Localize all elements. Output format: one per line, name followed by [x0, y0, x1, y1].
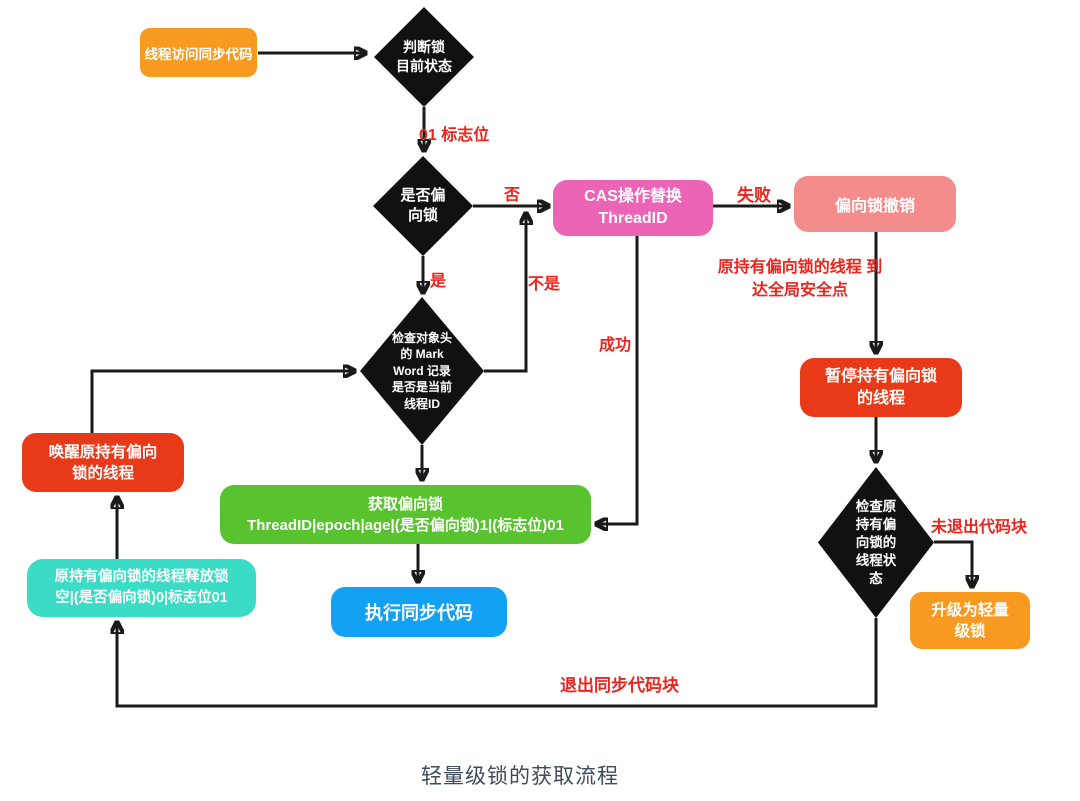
edge-label-reach-safepoint-line1: 原持有偏向锁的线程 — [717, 259, 862, 276]
node-label-line3: Word 记录 — [393, 363, 451, 378]
edge-label-no: 否 — [504, 187, 521, 204]
node-label-line2: 的线程 — [856, 389, 905, 407]
node-label-line2: 锁的线程 — [71, 464, 134, 482]
node-label-line1: 检查对象头 — [391, 330, 452, 345]
node-acquire-biased-lock: 获取偏向锁 ThreadID|epoch|age|(是否偏向锁)1|(标志位)0… — [220, 485, 591, 544]
node-label-line2: 空|(是否偏向锁)0|标志位01 — [55, 590, 228, 606]
edge-checkthread-to-upgrade — [934, 540, 972, 587]
node-label-line1: CAS操作替换 — [584, 188, 682, 205]
edge-label-fail: 失败 — [737, 186, 771, 205]
node-label: 执行同步代码 — [365, 603, 473, 623]
edge-label-not-exit-block: 未退出代码块 — [931, 519, 1028, 536]
node-label-line1: 原持有偏向锁的线程释放锁 — [54, 569, 229, 585]
node-pause-original-thread: 暂停持有偏向锁 的线程 — [800, 358, 962, 417]
edge-label-success: 成功 — [599, 337, 632, 354]
node-cas-replace-threadid: CAS操作替换 ThreadID — [553, 180, 713, 236]
edge-label-flag-01: 01 标志位 — [419, 127, 490, 144]
node-thread-access-sync-code: 线程访问同步代码 — [140, 28, 257, 77]
node-label-line2: ThreadID — [598, 210, 668, 227]
edge-label-reach-safepoint: 原持有偏向锁的线程 到达全局安全点 — [710, 256, 890, 302]
node-upgrade-lightweight-lock: 升级为轻量 级锁 — [910, 592, 1030, 649]
node-label-line1: 判断锁 — [403, 39, 445, 55]
node-label-line2: 级锁 — [954, 622, 986, 640]
node-label-line1: 升级为轻量 — [931, 601, 1009, 619]
node-label-line2: 的 Mark — [400, 347, 444, 362]
node-release-lock: 原持有偏向锁的线程释放锁 空|(是否偏向锁)0|标志位01 — [27, 559, 256, 617]
node-label-line5: 线程ID — [403, 396, 440, 411]
node-label-line2: 持有偏 — [855, 516, 897, 532]
node-wake-original-thread: 唤醒原持有偏向 锁的线程 — [22, 433, 184, 492]
node-label-line4: 线程状 — [855, 552, 897, 568]
edge-cas-success-to-acquire — [596, 236, 639, 524]
node-label-line5: 态 — [869, 570, 883, 586]
node-execute-sync-code: 执行同步代码 — [331, 587, 507, 637]
edge-markword-notme-to-cas — [484, 213, 526, 373]
edge-label-yes: 是 — [430, 273, 447, 290]
node-label: 偏向锁撤销 — [834, 198, 915, 215]
node-label-line2: 向锁 — [407, 207, 438, 224]
diagram-title: 轻量级锁的获取流程 — [421, 765, 619, 788]
edge-wake-to-markword — [90, 371, 355, 433]
node-label-line1: 暂停持有偏向锁 — [824, 367, 937, 385]
node-label-line3: 向锁的 — [855, 534, 897, 550]
edge-label-reach-safepoint-line2: 到达全局安全点 — [751, 259, 883, 299]
node-label-line1: 获取偏向锁 — [367, 495, 443, 513]
node-label-line1: 检查原 — [855, 498, 897, 514]
node-label-line1: 唤醒原持有偏向 — [48, 443, 158, 461]
edge-label-exit-sync-block: 退出同步代码块 — [560, 676, 679, 695]
node-label: 线程访问同步代码 — [144, 46, 253, 62]
node-biased-lock-revoke: 偏向锁撤销 — [794, 176, 956, 232]
edge-exit-loop-to-release — [117, 618, 878, 708]
node-label-line2: ThreadID|epoch|age|(是否偏向锁)1|(标志位)01 — [247, 516, 564, 534]
node-label-line1: 是否偏 — [400, 187, 446, 204]
node-label-line2: 目前状态 — [396, 58, 452, 74]
edge-label-not-me: 不是 — [528, 276, 561, 293]
node-label-line4: 是否是当前 — [391, 380, 452, 395]
